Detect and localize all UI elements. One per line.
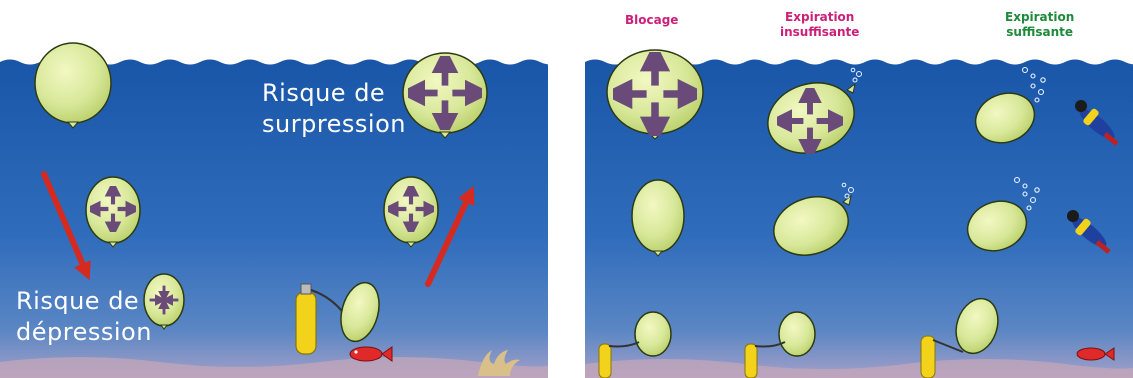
right-diagram-panel: Blocage Expiration insuffisante Expirati…	[585, 0, 1133, 378]
depression-label-line-1: Risque de	[16, 286, 152, 317]
insufficient-balloon-bottom	[779, 312, 815, 356]
header-insuffisante-line-1: Expiration	[780, 10, 859, 25]
left-diagram-panel: Risque de surpression Risque de dépressi…	[0, 0, 548, 378]
header-blocage: Blocage	[625, 13, 678, 28]
header-expiration-insuffisante: Expiration insuffisante	[780, 10, 859, 40]
header-suffisante-line-2: suffisante	[1005, 25, 1074, 40]
depression-label-line-2: dépression	[16, 317, 152, 348]
header-suffisante-line-1: Expiration	[1005, 10, 1074, 25]
overpressure-label-line-1: Risque de	[262, 78, 406, 109]
overpressure-risk-label: Risque de surpression	[262, 78, 406, 140]
header-blocage-line-1: Blocage	[625, 13, 678, 28]
overpressure-label-line-2: surpression	[262, 109, 406, 140]
right-underwater-scene	[585, 0, 1133, 378]
header-insuffisante-line-2: insuffisante	[780, 25, 859, 40]
blocked-balloon-bottom	[635, 312, 671, 356]
header-expiration-suffisante: Expiration suffisante	[1005, 10, 1074, 40]
depression-risk-label: Risque de dépression	[16, 286, 152, 348]
